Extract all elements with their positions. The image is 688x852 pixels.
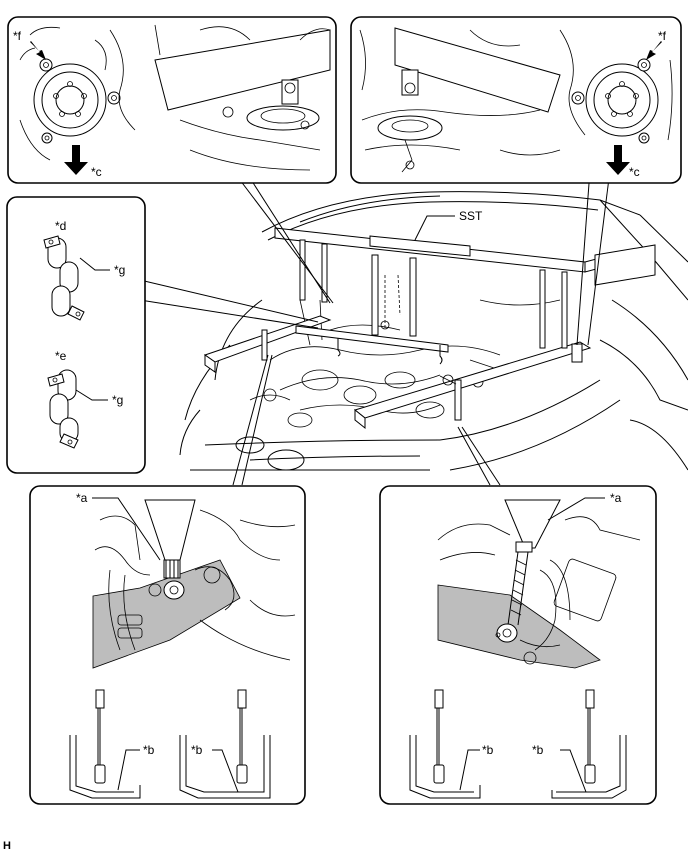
down-arrow-icon bbox=[64, 145, 88, 175]
engine-bay-illustration bbox=[179, 191, 688, 471]
chain-d bbox=[43, 235, 85, 321]
label-g-1: *g bbox=[114, 263, 125, 277]
panel-bottom-left bbox=[29, 485, 306, 805]
label-b-2: *b bbox=[191, 743, 203, 757]
label-c-left: *c bbox=[91, 165, 102, 179]
figure-code: H bbox=[3, 840, 11, 852]
panel-top-left bbox=[7, 16, 337, 184]
panel-top-right bbox=[350, 16, 682, 184]
label-c-right: *c bbox=[629, 165, 640, 179]
sst-label: SST bbox=[459, 209, 483, 223]
label-b-4: *b bbox=[532, 743, 544, 757]
label-e: *e bbox=[55, 349, 67, 363]
label-f-left: *f bbox=[13, 29, 22, 43]
label-g-2: *g bbox=[112, 393, 123, 407]
pointer-arrow-icon bbox=[30, 41, 46, 60]
pointer-arrow-icon bbox=[646, 41, 662, 60]
clearance-diagram-4 bbox=[551, 689, 627, 799]
engine-hanger-sst bbox=[203, 227, 656, 430]
panel-bottom-right bbox=[379, 485, 657, 805]
clearance-diagram-3 bbox=[409, 689, 481, 799]
label-d: *d bbox=[55, 219, 66, 233]
label-a-left: *a bbox=[76, 491, 88, 505]
down-arrow-icon bbox=[606, 145, 630, 175]
label-f-right: *f bbox=[658, 29, 667, 43]
clearance-diagram-1 bbox=[69, 689, 141, 799]
label-a-right: *a bbox=[610, 491, 622, 505]
label-b-1: *b bbox=[143, 743, 155, 757]
chain-e bbox=[47, 369, 79, 449]
clearance-diagram-2 bbox=[179, 689, 271, 799]
label-b-3: *b bbox=[482, 743, 494, 757]
panel-chain-links bbox=[6, 196, 146, 474]
